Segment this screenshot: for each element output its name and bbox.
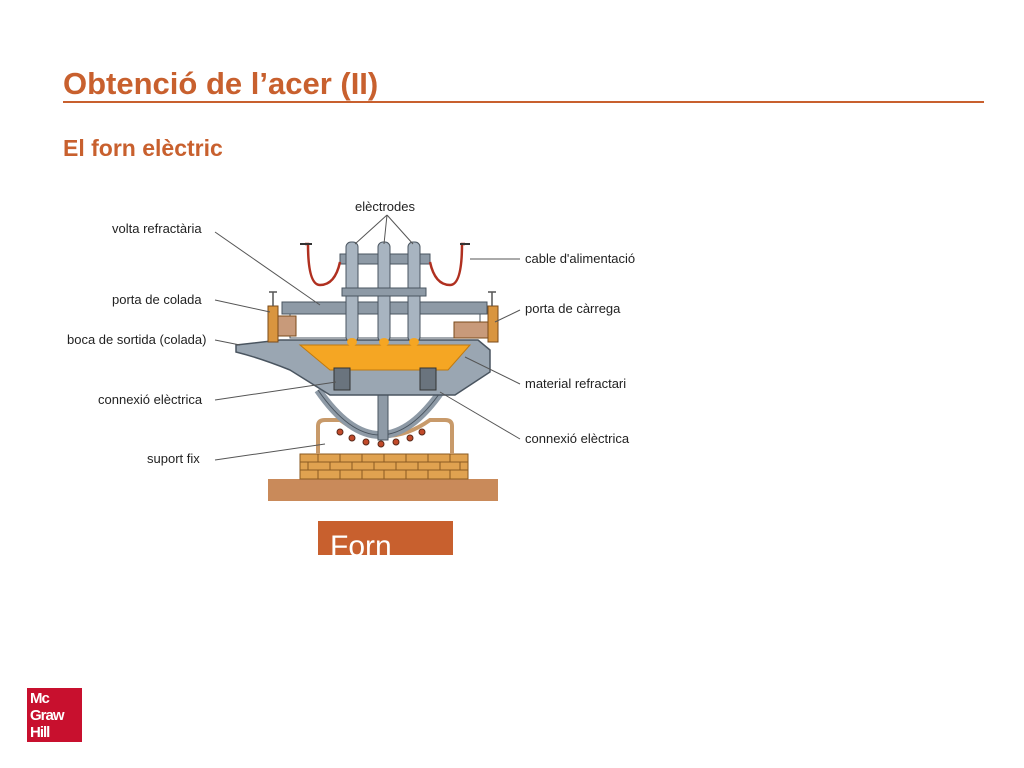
ground-slab <box>268 479 498 501</box>
label-cable-alimentacio: cable d'alimentació <box>525 251 635 266</box>
spring-connections <box>333 367 437 391</box>
charge-door-block <box>453 321 489 339</box>
label-connexio-electrica-left: connexió elèctrica <box>98 392 203 407</box>
power-cable-left <box>305 242 342 287</box>
title-underline <box>63 101 984 103</box>
label-volta-refractaria: volta refractària <box>112 221 202 236</box>
label-porta-carrega: porta de càrrega <box>525 301 621 316</box>
label-suport-fix: suport fix <box>147 451 200 466</box>
charge-door <box>487 305 499 343</box>
publisher-logo: Mc Graw Hill <box>27 688 82 742</box>
caption-text: Forn <box>330 530 392 555</box>
central-pillar <box>377 389 389 441</box>
slide-title: Obtenció de l’acer (II) <box>63 66 379 101</box>
label-boca-sortida: boca de sortida (colada) <box>67 332 206 347</box>
logo-line-3: Hill <box>30 724 50 741</box>
label-porta-colada: porta de colada <box>112 292 202 307</box>
logo-line-1: Mc <box>30 690 50 707</box>
leader-lines <box>214 214 521 461</box>
electrodes-group <box>339 241 431 346</box>
label-connexio-electrica-right: connexió elèctrica <box>525 431 630 446</box>
label-material-refractari: material refractari <box>525 376 626 391</box>
caption-box: Forn <box>318 521 453 555</box>
label-electrodes: elèctrodes <box>355 199 415 214</box>
brick-base <box>299 453 469 480</box>
molten-bath <box>298 344 472 371</box>
slide-subtitle: El forn elèctric <box>63 135 223 161</box>
power-cable-right <box>428 242 465 287</box>
rocker-rollers <box>336 428 426 448</box>
tap-door-block <box>277 315 297 337</box>
logo-line-2: Graw <box>30 707 65 724</box>
